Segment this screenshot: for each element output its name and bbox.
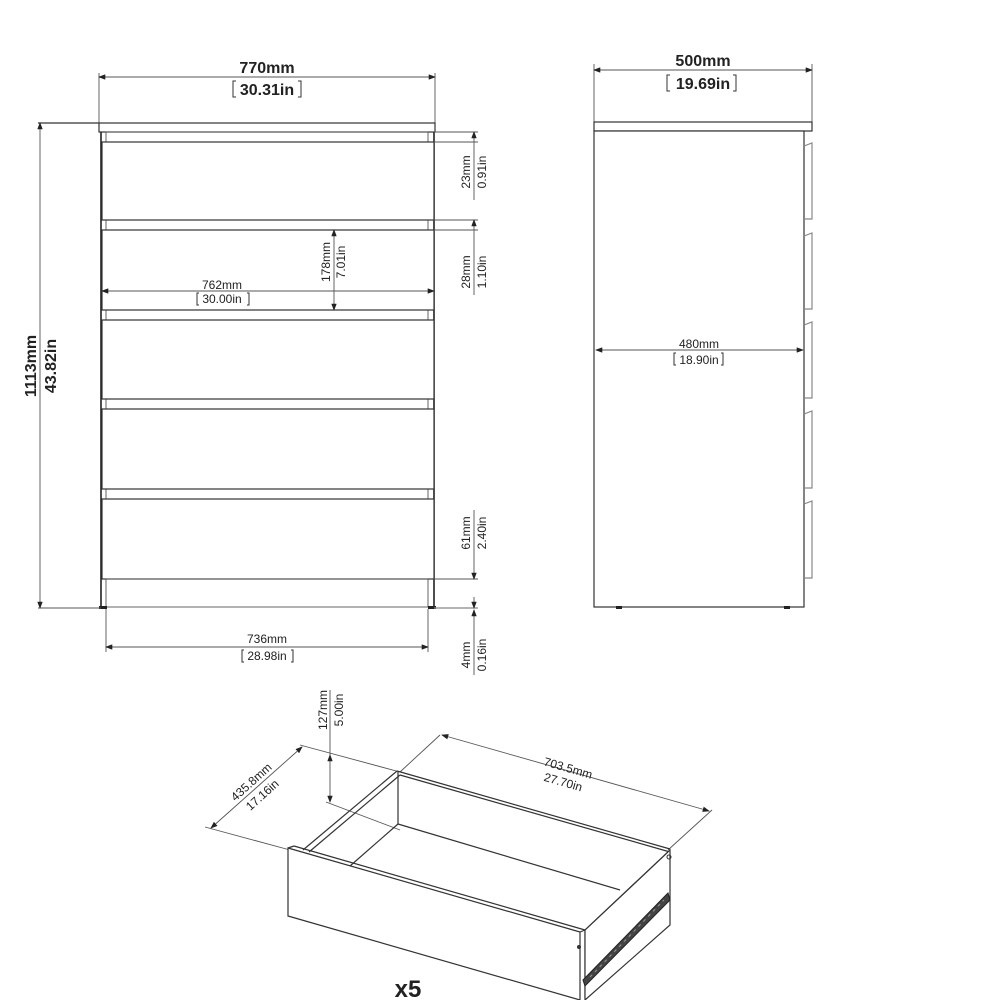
drawer-front-3 bbox=[101, 319, 435, 400]
top-gap-mm-label: 23mm bbox=[459, 155, 473, 188]
drawer-box-height-mm-label: 127mm bbox=[316, 690, 330, 730]
width-in-label: 30.31in bbox=[240, 82, 294, 99]
top-gap-in-label: 0.91in bbox=[475, 156, 489, 189]
side-view: 500mm 19.69in 480mm 18.90in bbox=[593, 53, 813, 609]
drawer-gap-mm-label: 28mm bbox=[459, 255, 473, 288]
drawer-front-4 bbox=[101, 408, 435, 490]
drawer-gap-in-label: 1.10in bbox=[475, 256, 489, 289]
depth-mm-label: 500mm bbox=[675, 53, 730, 70]
drawer-width-mm-label: 762mm bbox=[202, 278, 242, 292]
drawer-front-1 bbox=[101, 141, 435, 221]
drawer-front-2 bbox=[101, 229, 435, 311]
drawer-height-in-label: 7.01in bbox=[334, 246, 348, 279]
height-mm-label: 1113mm bbox=[23, 335, 40, 397]
width-mm-label: 770mm bbox=[239, 60, 294, 77]
inner-depth-in-label: 18.90in bbox=[679, 353, 718, 367]
drawer-fronts bbox=[101, 141, 435, 580]
base-width-in-label: 28.98in bbox=[247, 649, 286, 663]
base-width-mm-label: 736mm bbox=[247, 632, 287, 646]
drawer-box-height-in-label: 5.00in bbox=[332, 694, 346, 727]
depth-in-label: 19.69in bbox=[676, 76, 730, 93]
drawer-quantity-label: x5 bbox=[395, 976, 422, 1000]
drawer-isometric-view: 127mm 5.00in 435.8mm 17.16in 703.5mm 27.… bbox=[204, 690, 713, 1000]
drawer-front-5 bbox=[101, 498, 435, 580]
plinth-height-in-label: 2.40in bbox=[475, 517, 489, 550]
foot-height-mm-label: 4mm bbox=[459, 642, 473, 669]
drawer-width-in-label: 30.00in bbox=[202, 292, 241, 306]
plinth-height-mm-label: 61mm bbox=[459, 516, 473, 549]
height-in-label: 43.82in bbox=[43, 339, 60, 393]
drawer-height-mm-label: 178mm bbox=[319, 242, 333, 282]
front-view: 770mm 30.31in 1 bbox=[23, 60, 489, 675]
foot-height-in-label: 0.16in bbox=[475, 639, 489, 672]
inner-depth-mm-label: 480mm bbox=[679, 337, 719, 351]
